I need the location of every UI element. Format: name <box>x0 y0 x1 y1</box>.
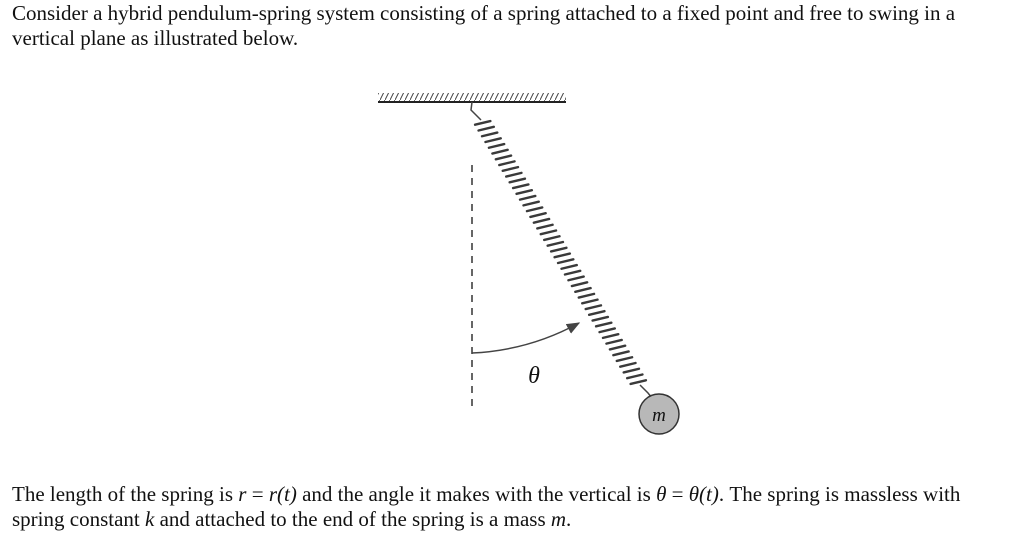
spring-coil <box>570 281 589 288</box>
spring-coil <box>574 286 592 293</box>
spring-coil <box>525 206 544 213</box>
spring-coil <box>529 212 547 219</box>
spring-coil <box>622 367 641 374</box>
spring-coil <box>619 361 637 368</box>
spring-coil <box>515 188 534 196</box>
spring-coil <box>505 171 523 178</box>
description-text: The length of the spring is <box>12 482 239 506</box>
m-symbol: m <box>550 507 567 531</box>
ceiling-hatch <box>378 93 566 102</box>
spring-coil <box>498 160 516 167</box>
spring-coil <box>484 137 502 144</box>
spring-coil <box>598 327 616 334</box>
spring-coil <box>480 131 499 138</box>
spring-coil <box>522 200 540 207</box>
spring-coil <box>536 223 554 230</box>
r-of-t: r(t) <box>268 482 297 506</box>
spring-coil <box>508 177 527 184</box>
spring-top-lead <box>470 101 482 121</box>
theta-of-t: θ(t) <box>688 482 719 506</box>
description-text: and the angle it makes with the vertical… <box>296 482 657 506</box>
r-symbol: r <box>238 482 247 506</box>
equals-sign: = <box>246 482 269 506</box>
spring-coil <box>543 235 561 242</box>
spring-coil <box>491 148 509 155</box>
spring-coils <box>473 119 648 386</box>
theta-label: θ <box>528 363 540 389</box>
spring-coil <box>587 309 606 317</box>
spring-coil <box>615 356 634 363</box>
spring-coil <box>612 350 630 357</box>
description-text: . <box>566 507 572 531</box>
spring-coil <box>494 154 513 161</box>
description-paragraph: The length of the spring is r = r(t) and… <box>12 482 1002 532</box>
spring-coil <box>549 246 568 253</box>
description-text: . The spring is massless with spring con… <box>12 482 961 531</box>
spring-coil <box>594 321 613 328</box>
intro-paragraph: Consider a hybrid pendulum-spring system… <box>12 1 956 50</box>
equals-sign: = <box>666 482 689 506</box>
spring-coil <box>608 344 627 351</box>
spring-coil <box>477 125 496 132</box>
spring-coil <box>539 229 558 236</box>
mass-bob <box>638 393 680 435</box>
spring-coil <box>553 252 572 259</box>
angle-arc <box>471 322 581 354</box>
spring-coil <box>605 338 623 345</box>
spring-coil <box>563 269 582 276</box>
spring-coil <box>473 119 492 126</box>
spring-coil <box>501 165 520 173</box>
spring-coil <box>591 315 610 322</box>
spring-coil <box>556 258 575 265</box>
k-symbol: k <box>144 507 155 531</box>
spring-coil <box>546 240 565 247</box>
spring-coil <box>584 304 603 311</box>
spring-coil <box>487 142 506 149</box>
spring-coil <box>581 298 599 305</box>
spring-coil <box>560 263 578 270</box>
theta-symbol: θ <box>656 482 667 506</box>
spring-coil <box>601 332 620 340</box>
mass-label: m <box>652 405 666 426</box>
spring-coil <box>532 217 551 224</box>
spring-coil <box>567 275 585 282</box>
spring-coil <box>625 373 644 380</box>
spring-coil <box>629 379 648 386</box>
spring-coil <box>577 292 596 299</box>
spring-coil <box>511 183 530 190</box>
spring-coil <box>518 194 537 201</box>
description-text: and attached to the end of the spring is… <box>154 507 551 531</box>
